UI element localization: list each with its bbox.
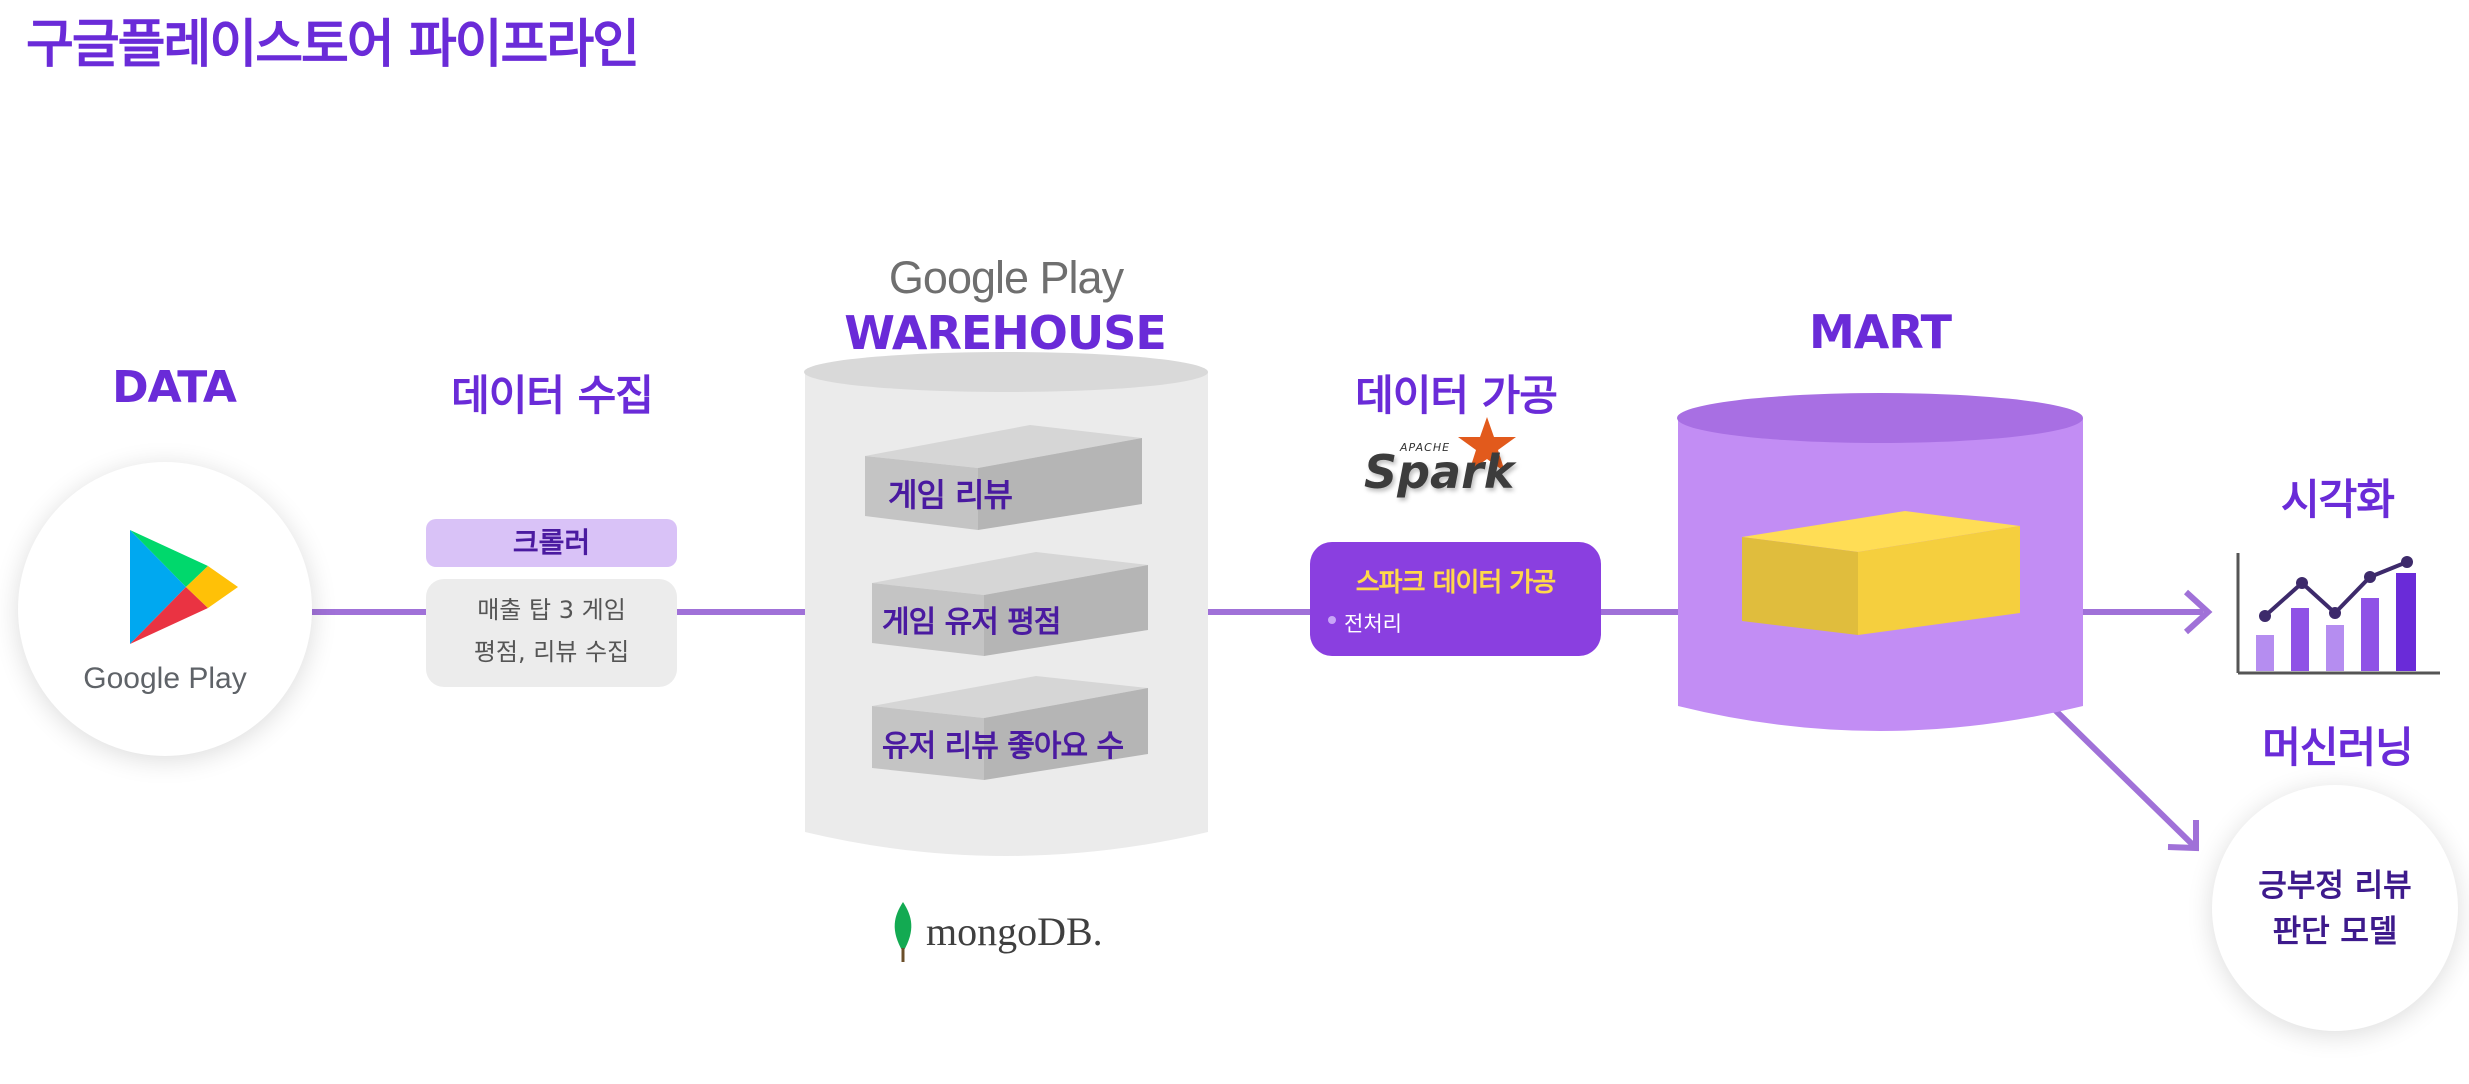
- page-title: 구글플레이스토어 파이프라인: [26, 15, 640, 75]
- warehouse-item-review-likes: 유저 리뷰 좋아요 수: [882, 729, 1124, 764]
- ml-model-text: 긍부정 리뷰 판단 모델: [2215, 863, 2455, 955]
- mongodb-leaf-icon: [894, 902, 912, 962]
- spark-logo: APACHE Spark: [1360, 415, 1530, 505]
- stage-collect-heading: 데이터 수집: [451, 371, 654, 420]
- crawler-desc-line1: 매출 탑 3 게임: [477, 596, 626, 624]
- crawler-label: 크롤러: [426, 519, 677, 567]
- stage-mart-heading: MART: [1808, 305, 1952, 359]
- stage-warehouse-heading: WAREHOUSE: [844, 306, 1167, 360]
- stage-ml-heading: 머신러닝: [2262, 723, 2414, 772]
- warehouse-brand: Google Play: [888, 252, 1124, 303]
- spark-process-box: 스파크 데이터 가공 전처리: [1310, 542, 1601, 656]
- ml-model-line2: 판단 모델: [2272, 914, 2398, 950]
- spark-process-title: 스파크 데이터 가공: [1355, 568, 1556, 598]
- warehouse-box-2: [872, 552, 1148, 656]
- spark-star-icon: [1458, 417, 1516, 472]
- bullet-dot: [1328, 616, 1336, 624]
- spark-name-text: Spark: [1364, 445, 1515, 499]
- arrowhead-ml: [2167, 820, 2199, 852]
- ml-circle: [2212, 785, 2458, 1031]
- spark-apache-text: APACHE: [1400, 441, 1451, 454]
- spark-process-item: 전처리: [1344, 612, 1402, 636]
- warehouse-box-3: [872, 676, 1148, 780]
- stage-data-heading: DATA: [112, 362, 237, 413]
- crawler-card: 매출 탑 3 게임 평점, 리뷰 수집: [426, 579, 677, 687]
- stage-process-heading: 데이터 가공: [1355, 371, 1558, 420]
- google-play-logo-text: Google Play: [83, 662, 247, 695]
- google-play-icon: [130, 530, 238, 644]
- warehouse-item-user-rating: 게임 유저 평점: [882, 605, 1061, 640]
- warehouse-box-1: [865, 425, 1142, 530]
- stage-visualize-heading: 시각화: [2281, 475, 2395, 524]
- crawler-desc-line2: 평점, 리뷰 수집: [473, 638, 630, 666]
- mongodb-logo: mongoDB.: [888, 900, 1128, 964]
- mart-cube: [1742, 511, 2020, 635]
- ml-model-line1: 긍부정 리뷰: [2258, 868, 2412, 904]
- mongodb-logo-text: mongoDB.: [926, 909, 1103, 954]
- chart-icon: [2236, 553, 2440, 675]
- arrowhead-visualize: [2183, 589, 2213, 635]
- connector-mart-ml: [2052, 707, 2196, 848]
- warehouse-item-game-review: 게임 리뷰: [888, 476, 1013, 514]
- source-circle: Google Play: [18, 462, 312, 756]
